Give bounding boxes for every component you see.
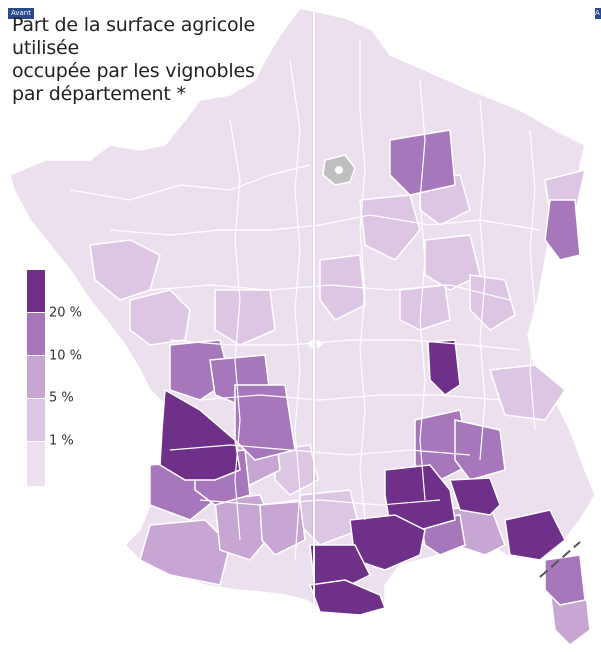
legend-tick-5: 5 % [49, 390, 74, 406]
map-title: Part de la surface agricole utilisée occ… [12, 14, 255, 105]
class-over-20-departments [159, 339, 566, 616]
legend-swatch-class2 [27, 399, 45, 441]
legend: 20 % 10 % 5 % 1 % [27, 270, 127, 486]
legend-tick-1: 1 % [49, 433, 74, 449]
slider-handle-icon[interactable] [304, 336, 326, 352]
after-tag: A [595, 8, 601, 19]
legend-tick-10: 10 % [49, 348, 83, 364]
legend-swatch-class5 [27, 270, 45, 312]
department-borders [69, 40, 541, 561]
legend-swatch-class1 [27, 442, 45, 486]
comparison-divider[interactable] [313, 12, 315, 612]
corsica-separator [539, 541, 581, 578]
legend-swatch-class4 [27, 313, 45, 355]
legend-tick-20: 20 % [49, 305, 83, 321]
class-1-5-departments [89, 168, 586, 546]
paris-area [322, 154, 356, 186]
before-tag: Avant [8, 8, 34, 19]
legend-swatch-class3 [27, 356, 45, 398]
